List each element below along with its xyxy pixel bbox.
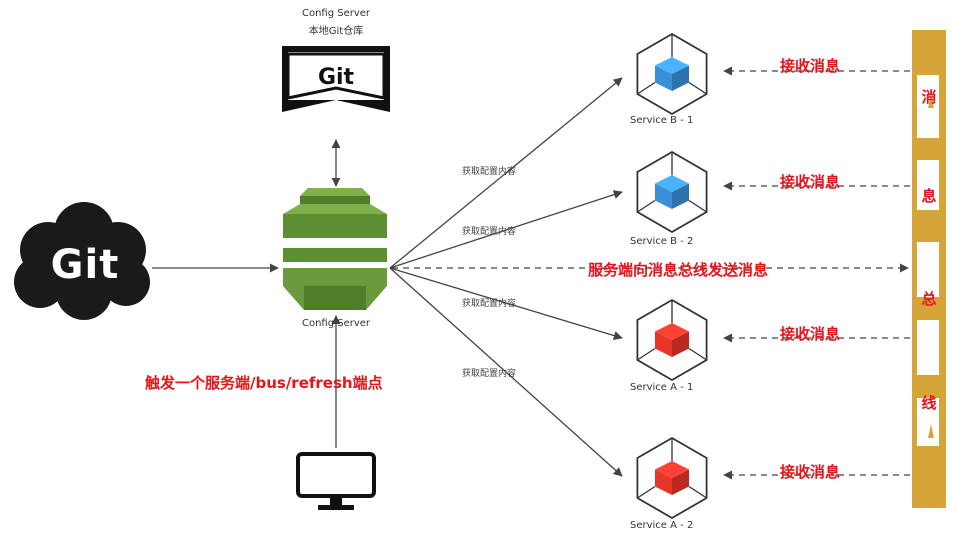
hexagon-spoke [637, 81, 656, 95]
fetch-label-b1: 获取配置内容 [462, 167, 517, 177]
fetch-label-a2: 获取配置内容 [462, 369, 517, 379]
cube-right-face [672, 183, 689, 209]
cube-right-face [672, 331, 689, 357]
connections [152, 66, 910, 480]
hexagon-spoke [688, 81, 707, 95]
cube-right-face [672, 65, 689, 91]
service-a2-label: Service A - 2 [630, 520, 694, 531]
trigger-label: 触发一个服务端/bus/refresh端点 [145, 374, 383, 392]
bus-char-2: 息 [921, 187, 937, 205]
receive-label-b2: 接收消息 [780, 173, 841, 191]
hexagon-spoke [688, 485, 707, 499]
cube-left-face [655, 65, 672, 91]
monitor-icon [296, 452, 376, 510]
config-server-label: Config Server [301, 318, 371, 329]
services-layer [636, 32, 708, 520]
service-a1-node [636, 298, 708, 382]
service-b2-node [636, 150, 708, 234]
fetch-arrow-a1 [389, 267, 623, 340]
config-repo-subtitle: 本地Git仓库 [308, 26, 364, 37]
git-repo-icon [282, 46, 390, 112]
hexagon-spoke [637, 199, 656, 213]
service-b2-label: Service B - 2 [630, 236, 694, 247]
hexagon-spoke [637, 347, 656, 361]
cube-left-face [655, 183, 672, 209]
config-server-icon [283, 188, 387, 310]
git-repo-label: Git [317, 65, 355, 90]
hexagon-spoke [688, 347, 707, 361]
service-b1-node [636, 32, 708, 116]
service-a2-node [636, 436, 708, 520]
message-bus-bar [912, 30, 946, 508]
bus-char-3: 总 [921, 290, 937, 308]
fetch-arrow-b1 [389, 77, 623, 269]
cube-right-face [672, 469, 689, 495]
broadcast-label: 服务端向消息总线发送消息 [588, 261, 769, 279]
receive-label-a1: 接收消息 [780, 325, 841, 343]
hexagon-spoke [637, 485, 656, 499]
git-cloud-icon [14, 202, 150, 320]
receive-label-b1: 接收消息 [780, 57, 841, 75]
fetch-arrow-b2 [389, 190, 623, 269]
service-a1-label: Service A - 1 [630, 382, 694, 393]
fetch-arrow-a2 [389, 267, 623, 477]
bus-char-4: 线 [921, 394, 937, 412]
cube-left-face [655, 331, 672, 357]
fetch-label-a1: 获取配置内容 [462, 299, 517, 309]
config-repo-title: Config Server [301, 8, 371, 19]
receive-label-a2: 接收消息 [780, 463, 841, 481]
git-cloud-label: Git [50, 242, 120, 288]
bus-char-1: 消 [921, 88, 937, 106]
service-b1-label: Service B - 1 [630, 115, 694, 126]
fetch-label-b2: 获取配置内容 [462, 227, 517, 237]
hexagon-spoke [688, 199, 707, 213]
cube-left-face [655, 469, 672, 495]
